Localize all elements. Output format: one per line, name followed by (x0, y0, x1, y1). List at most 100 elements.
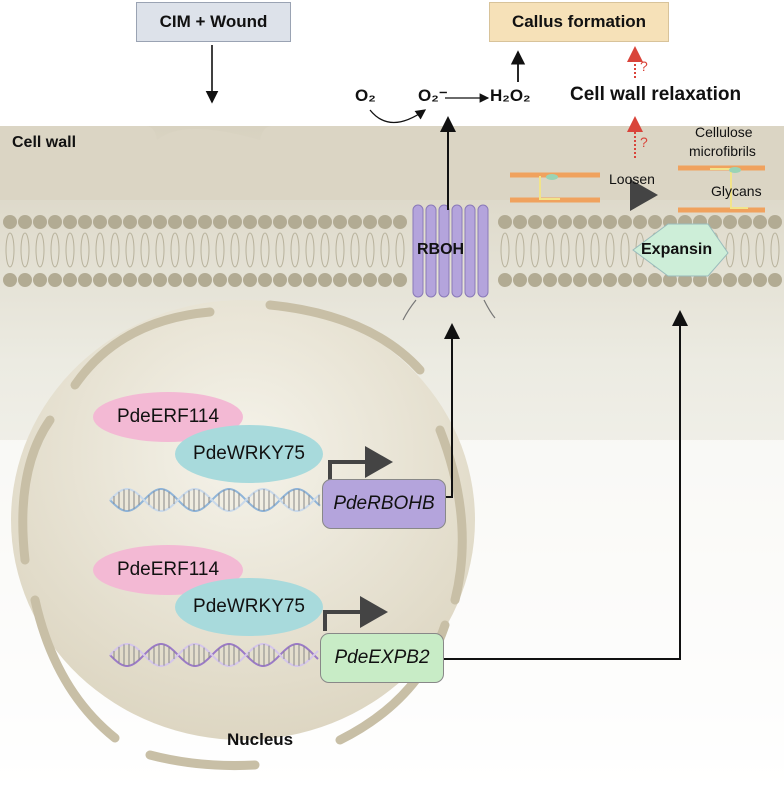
rboh-helix (438, 204, 450, 298)
lipid-head (528, 273, 542, 287)
lipid-head (243, 273, 257, 287)
expansin-label: Expansin (641, 241, 713, 258)
lipid-head (63, 215, 77, 229)
lipid-head (333, 273, 347, 287)
lipid-head (723, 215, 737, 229)
rboh-helix (464, 204, 476, 298)
lipid-head (603, 273, 617, 287)
lipid-head (48, 215, 62, 229)
lipid-head (378, 215, 392, 229)
transcription-start-arrow (328, 446, 393, 481)
lipid-head (93, 215, 107, 229)
lipid-head (768, 273, 782, 287)
lipid-head (333, 215, 347, 229)
lipid-head (213, 215, 227, 229)
rboh-helix (425, 204, 437, 298)
lipid-head (18, 215, 32, 229)
lipid-head (108, 215, 122, 229)
lipid-head (153, 215, 167, 229)
expansin-protein (632, 223, 729, 277)
h2o2-label: H₂O₂ (490, 86, 531, 105)
lipid-head (168, 273, 182, 287)
cellulose-label: Cellulose (695, 124, 753, 140)
lipid-head (378, 273, 392, 287)
lipid-head (108, 273, 122, 287)
cell-wall-relaxation-label: Cell wall relaxation (570, 84, 742, 105)
lipid-head (723, 273, 737, 287)
lipid-head (288, 273, 302, 287)
uncertain-mark: ? (640, 58, 648, 74)
dna-helix (109, 488, 321, 512)
lipid-head (198, 273, 212, 287)
lipid-head (303, 273, 317, 287)
lipid-head (78, 273, 92, 287)
lipid-head (288, 215, 302, 229)
lipid-head (603, 215, 617, 229)
lipid-head (63, 273, 77, 287)
rboh-label: RBOH (417, 241, 465, 258)
lipid-head (513, 273, 527, 287)
lipid-head (648, 215, 662, 229)
lipid-head (573, 273, 587, 287)
dna-helix (109, 643, 319, 667)
lipid-head (498, 273, 512, 287)
lipid-head (558, 215, 572, 229)
lipid-head (138, 215, 152, 229)
lipid-head (138, 273, 152, 287)
stimulus-box: CIM + Wound (136, 2, 291, 42)
nucleus-label: Nucleus (227, 730, 294, 749)
lipid-head (153, 273, 167, 287)
lipid-head (18, 273, 32, 287)
lipid-head (123, 215, 137, 229)
lipid-head (33, 215, 47, 229)
lipid-head (318, 273, 332, 287)
lipid-head (738, 273, 752, 287)
uncertain-mark: ? (640, 134, 648, 150)
rboh-helix (451, 204, 463, 298)
rbohb-to-rboh-arrow (444, 323, 460, 498)
lipid-head (348, 273, 362, 287)
lipid-head (228, 215, 242, 229)
lipid-head (573, 215, 587, 229)
cell-wall-label: Cell wall (12, 134, 77, 151)
lipid-head (48, 273, 62, 287)
loosen-label: Loosen (609, 171, 655, 187)
glycans-label: Glycans (711, 183, 762, 199)
o2-label: O₂ (355, 86, 376, 105)
lipid-head (588, 215, 602, 229)
lipid-head (123, 273, 137, 287)
wrky75-protein: PdeWRKY75 (175, 578, 323, 636)
rboh-helix (477, 204, 489, 298)
lipid-head (498, 215, 512, 229)
expb2-to-expansin-arrow (444, 310, 688, 660)
lipid-head (393, 273, 407, 287)
lipid-head (258, 273, 272, 287)
lipid-head (243, 215, 257, 229)
lipid-head (738, 215, 752, 229)
lipid-head (318, 215, 332, 229)
wrky75-protein: PdeWRKY75 (175, 425, 323, 483)
pdeRBOHB-gene: PdeRBOHB (322, 479, 446, 529)
lipid-head (363, 215, 377, 229)
lipid-head (168, 215, 182, 229)
lipid-head (648, 273, 662, 287)
o2-to-superoxide-arrow (369, 109, 427, 123)
lipid-head (213, 273, 227, 287)
lipid-head (198, 215, 212, 229)
glycan-links (539, 168, 748, 209)
lipid-head (558, 273, 572, 287)
nucleus (11, 300, 475, 771)
lipid-head (753, 215, 767, 229)
lipid-head (543, 215, 557, 229)
lipid-head (513, 215, 527, 229)
lipid-head (303, 215, 317, 229)
cell-wall-band (0, 126, 784, 200)
lipid-head (708, 273, 722, 287)
lipid-head (528, 215, 542, 229)
lipid-head (393, 215, 407, 229)
lipid-head (228, 273, 242, 287)
lipid-head (183, 215, 197, 229)
lipid-head (93, 273, 107, 287)
lipid-head (753, 273, 767, 287)
